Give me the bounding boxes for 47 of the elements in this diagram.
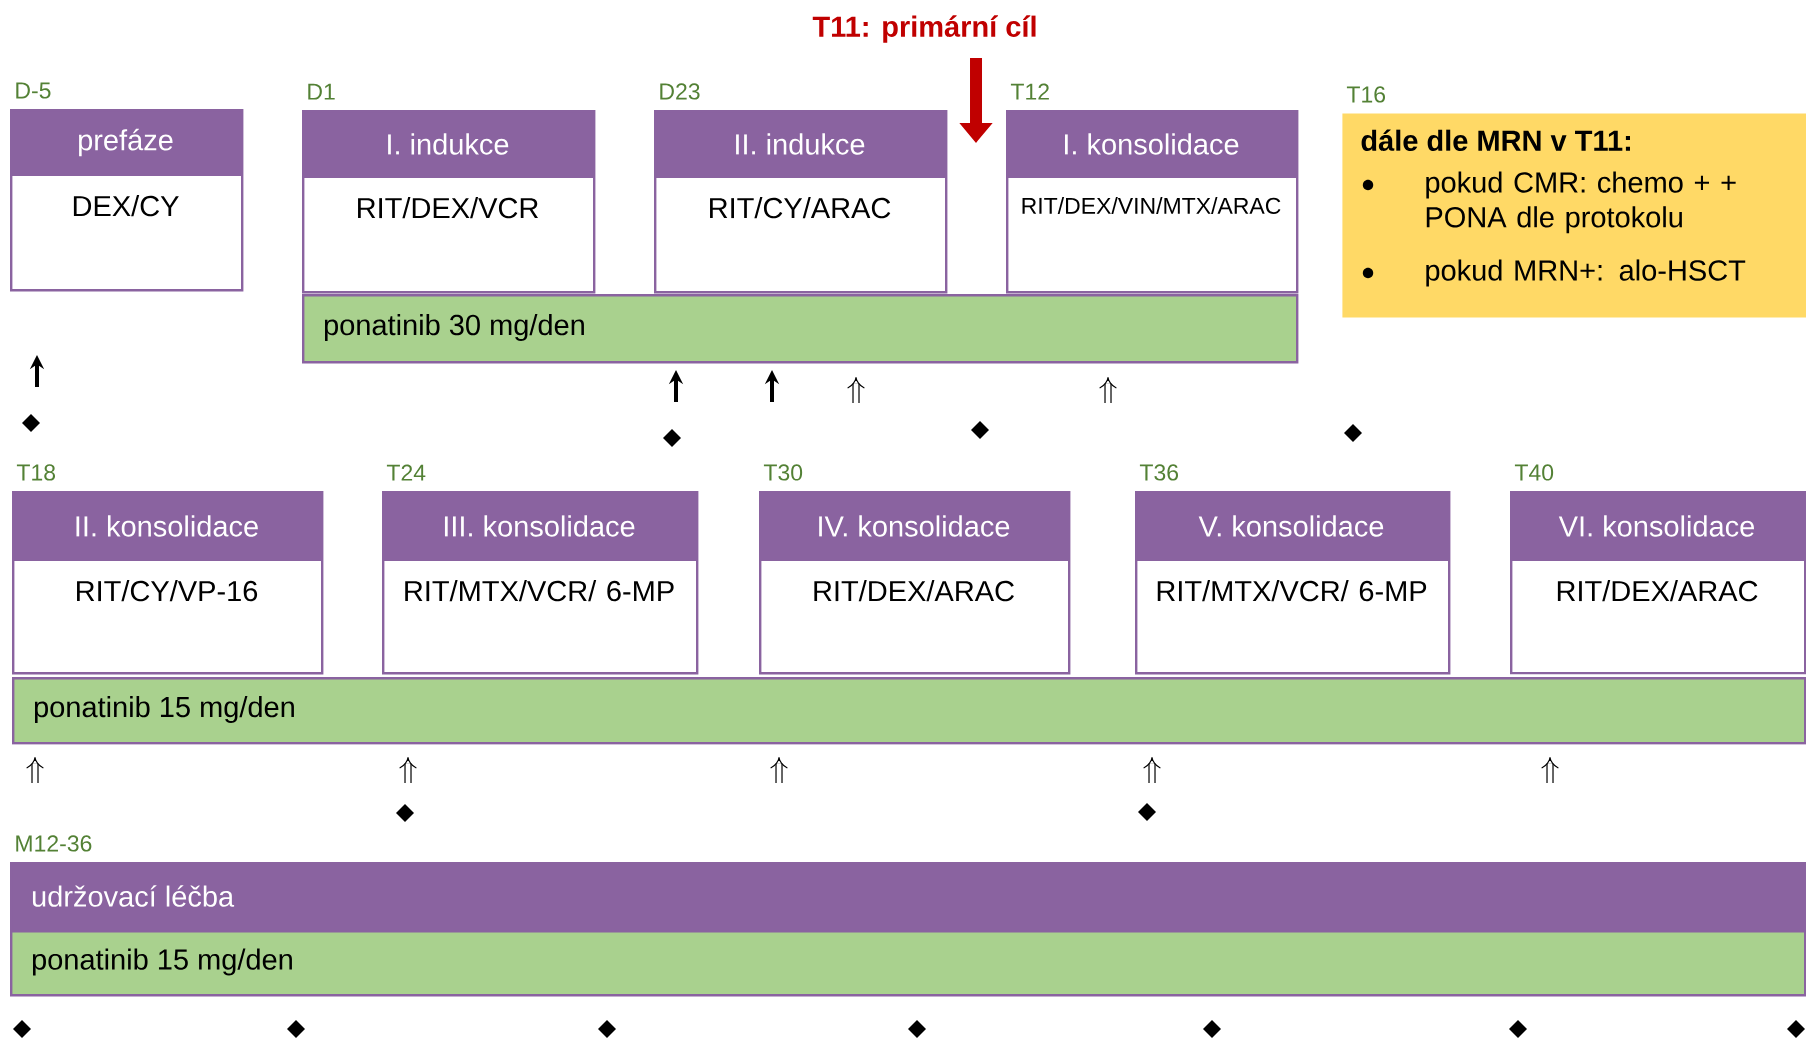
note-item: pokud CMR: chemo + + PONA dle protokolu	[1426, 171, 1736, 234]
regimen-text: RIT/DEX/VIN/MTX/ARAC	[1022, 197, 1281, 214]
milestone-label: T11: primární cíl	[812, 15, 1036, 43]
regimen-text: RIT/MTX/VCR/ 6-MP	[1157, 580, 1427, 602]
block-title: prefáze	[79, 128, 173, 157]
block-title: III. konsolidace	[444, 515, 635, 537]
day-label: T36	[1139, 464, 1178, 481]
treatment-box	[382, 491, 699, 675]
day-label: D1	[308, 83, 335, 100]
treatment-box	[654, 110, 948, 294]
treatment-box	[1135, 491, 1451, 675]
dose-bar: ponatinib 15 mg/den	[12, 677, 1806, 745]
regimen-text: RIT/DEX/ARAC	[814, 580, 1014, 602]
block-title: IV. konsolidace	[819, 515, 1010, 537]
day-label: T24	[386, 464, 426, 481]
block-title: II. indukce	[736, 133, 865, 155]
treatment-box	[12, 491, 324, 675]
day-label: T40	[1514, 464, 1554, 481]
phase-band: udržovací léčba	[10, 862, 1806, 933]
treatment-box	[1006, 110, 1299, 294]
note-item: pokud MRN+: alo-HSCT	[1426, 259, 1746, 287]
regimen-text: RIT/DEX/ARAC	[1557, 580, 1758, 602]
day-label: D-5	[16, 82, 51, 99]
day-label: D23	[660, 83, 700, 100]
treatment-box	[759, 491, 1071, 675]
block-title: II. konsolidace	[76, 515, 258, 537]
treatment-box	[10, 109, 244, 292]
regimen-text: RIT/MTX/VCR/ 6-MP	[405, 580, 674, 602]
regimen-text: RIT/DEX/VCR	[358, 197, 538, 219]
block-title: VI. konsolidace	[1558, 515, 1754, 537]
regimen-text: RIT/CY/ARAC	[710, 197, 891, 219]
note-heading: dále dle MRN v T11:	[1361, 129, 1630, 151]
dose-bar: ponatinib 30 mg/den	[302, 294, 1299, 364]
block-title: I. konsolidace	[1065, 133, 1239, 155]
day-label: T16	[1346, 86, 1385, 103]
day-label: M12-36	[16, 835, 92, 852]
treatment-box	[302, 110, 596, 294]
dose-bar: ponatinib 15 mg/den	[10, 930, 1806, 997]
day-label: T30	[763, 464, 803, 481]
note-box	[1342, 113, 1806, 318]
regimen-text: DEX/CY	[73, 195, 179, 217]
day-label: T12	[1010, 83, 1049, 100]
block-title: I. indukce	[388, 133, 509, 155]
block-title: V. konsolidace	[1198, 515, 1384, 537]
day-label: T18	[16, 464, 56, 481]
treatment-box	[1510, 491, 1806, 675]
regimen-text: RIT/CY/VP-16	[77, 580, 258, 602]
